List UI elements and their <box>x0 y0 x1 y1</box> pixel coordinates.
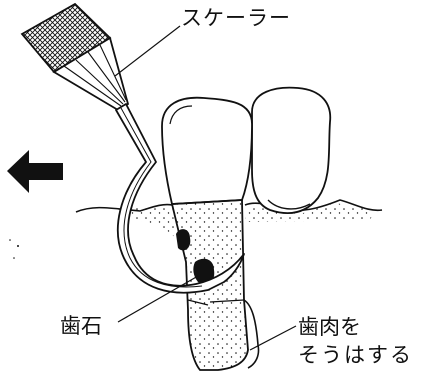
calculus-deposit <box>176 229 190 250</box>
scaler-label: スケーラー <box>181 6 291 30</box>
scaler-leader-line <box>115 26 180 76</box>
calculus-label: 歯石 <box>60 314 102 338</box>
front-tooth-crown <box>162 98 252 204</box>
gum-curettage-label-line2: そうはする <box>298 343 413 367</box>
back-tooth <box>252 88 330 213</box>
left-arrow-icon <box>7 150 63 193</box>
gum-curettage-label-line1: 歯肉を <box>298 315 361 339</box>
